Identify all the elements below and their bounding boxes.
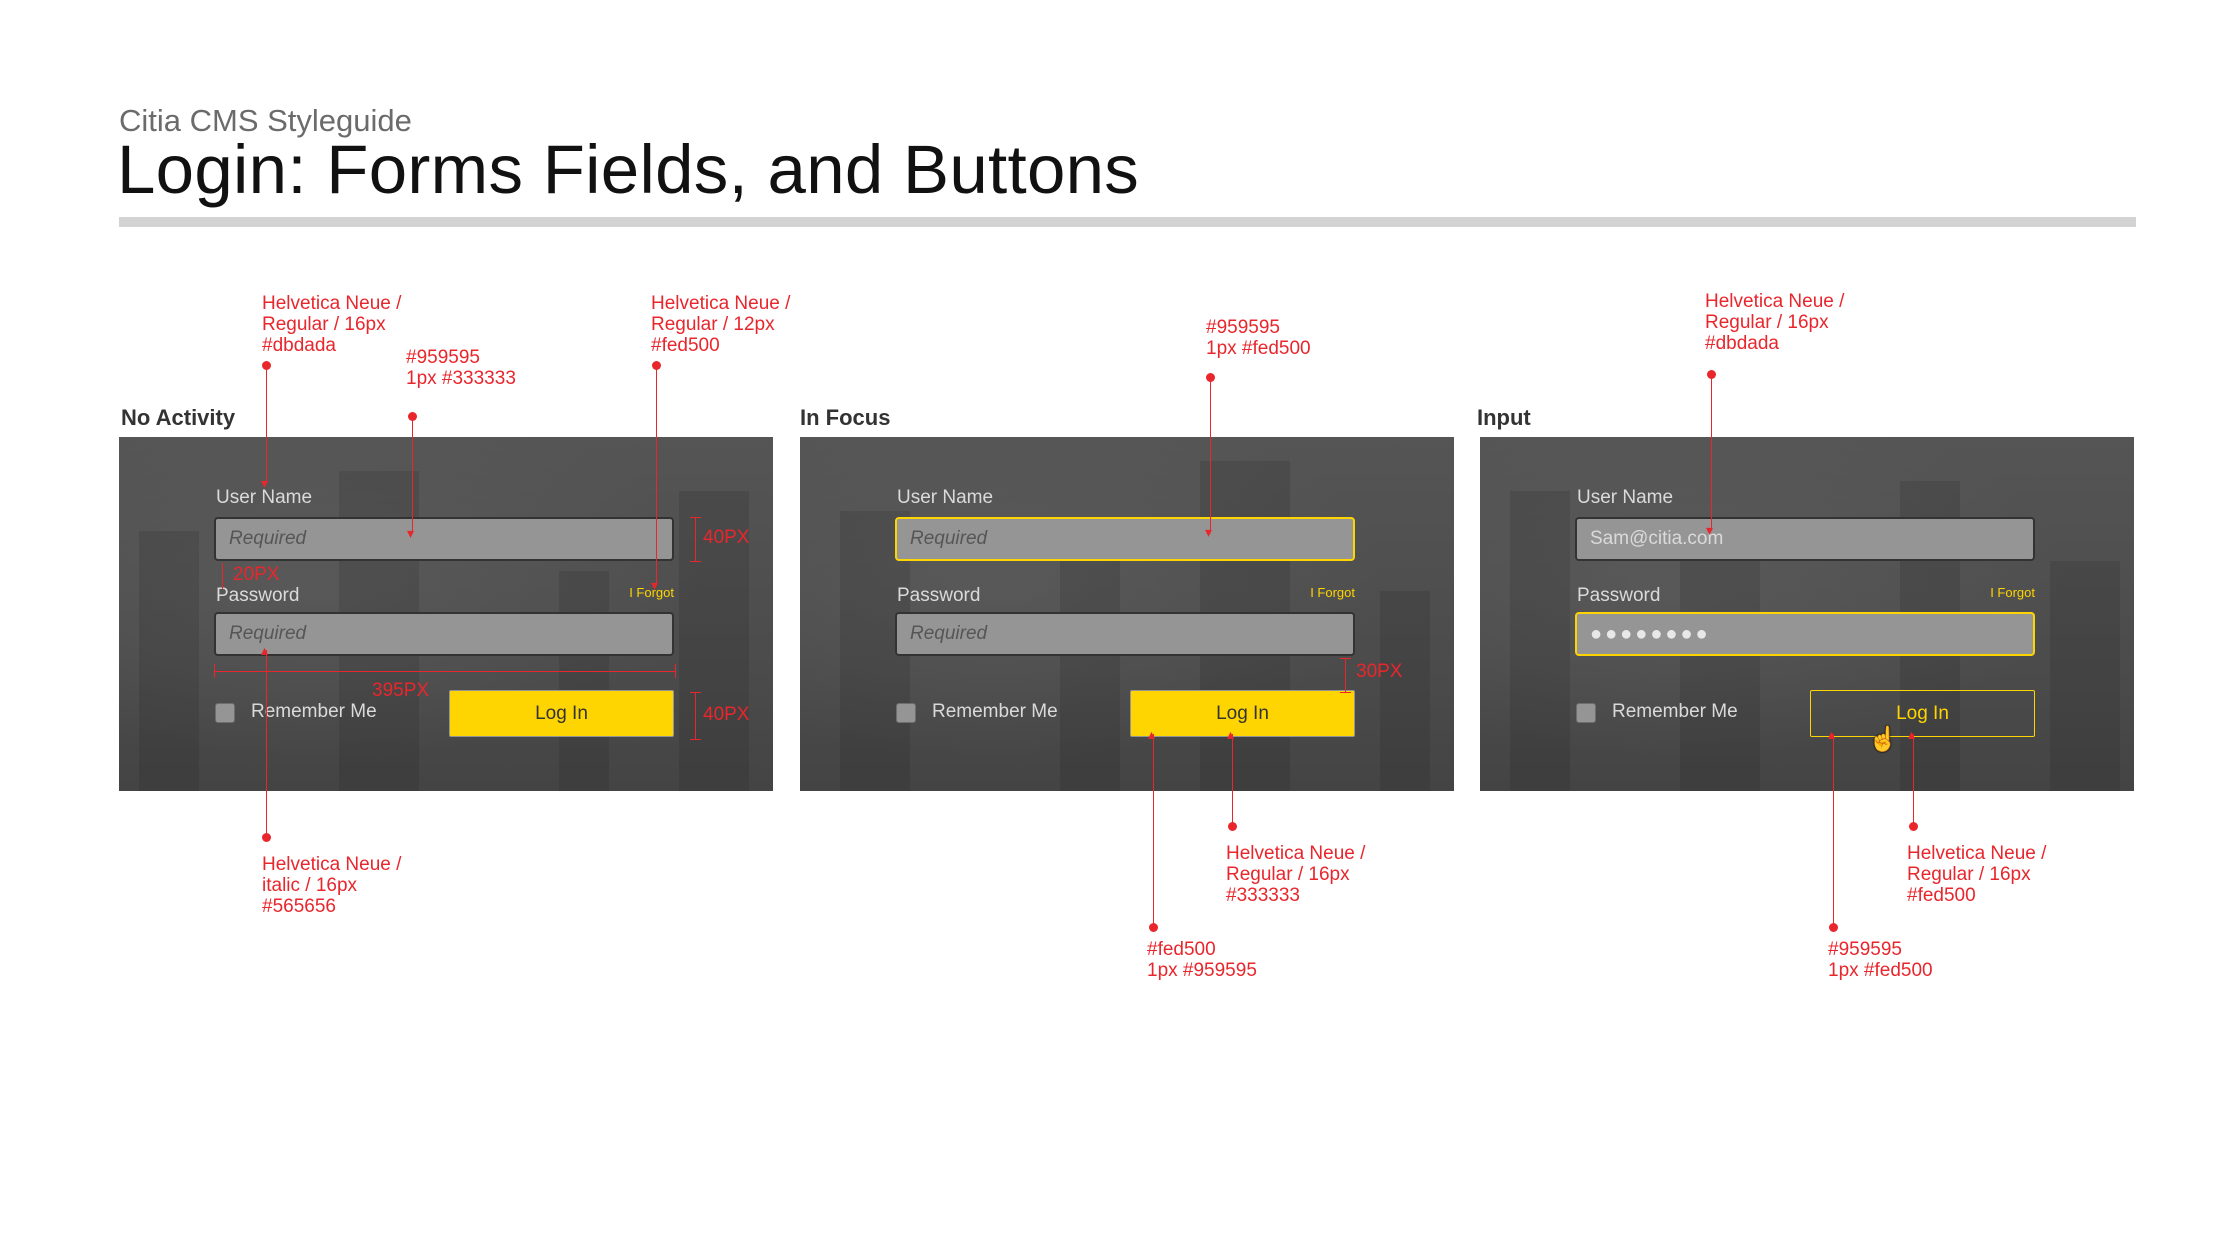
dim-field-gap: 20PX — [233, 564, 280, 585]
annotation-focus-field-style: #959595 1px #fed500 — [1206, 317, 1311, 359]
page-title: Login: Forms Fields, and Buttons — [117, 131, 1140, 208]
annotation-button-style: #fed500 1px #959595 — [1147, 939, 1257, 981]
title-divider — [119, 217, 2136, 227]
password-input[interactable]: Required — [214, 612, 674, 656]
panel-label-no-activity: No Activity — [121, 405, 236, 430]
remember-me-checkbox[interactable] — [896, 703, 916, 723]
annotation-hover-button-font: Helvetica Neue / Regular / 16px #fed500 — [1907, 843, 2047, 906]
remember-me-checkbox[interactable] — [1576, 703, 1596, 723]
styleguide-subtitle: Citia CMS Styleguide — [119, 103, 412, 138]
username-input[interactable]: Required — [214, 517, 674, 561]
password-input[interactable]: Required — [895, 612, 1355, 656]
login-panel-no-activity: User Name Required Password I Forgot Req… — [119, 437, 773, 791]
username-label: User Name — [216, 487, 313, 508]
login-panel-in-focus: User Name Required Password I Forgot Req… — [800, 437, 1454, 791]
forgot-link[interactable]: I Forgot — [1990, 585, 2035, 600]
password-label: Password — [897, 585, 981, 606]
annotation-button-font: Helvetica Neue / Regular / 16px #333333 — [1226, 843, 1366, 906]
password-input-filled[interactable]: ●●●●●●●● — [1575, 612, 2035, 656]
dim-button-height: 40PX — [703, 704, 750, 725]
annotation-forgot-font: Helvetica Neue / Regular / 12px #fed500 — [651, 293, 791, 356]
remember-me-checkbox[interactable] — [215, 703, 235, 723]
login-button[interactable]: Log In — [1130, 690, 1355, 737]
forgot-link[interactable]: I Forgot — [1310, 585, 1355, 600]
password-label: Password — [216, 585, 300, 606]
panel-label-in-focus: In Focus — [800, 405, 891, 430]
remember-me-label: Remember Me — [251, 701, 377, 722]
forgot-link[interactable]: I Forgot — [629, 585, 674, 600]
username-label: User Name — [1577, 487, 1674, 508]
panel-label-input: Input — [1477, 405, 1531, 430]
annotation-hover-button-style: #959595 1px #fed500 — [1828, 939, 1933, 981]
annotation-label-font: Helvetica Neue / Regular / 16px #dbdada — [262, 293, 402, 356]
hand-cursor-icon: ☝ — [1868, 726, 1898, 753]
username-input-filled[interactable]: Sam@citia.com — [1575, 517, 2035, 561]
annotation-placeholder-font: Helvetica Neue / italic / 16px #565656 — [262, 854, 402, 917]
dim-field-height: 40PX — [703, 527, 750, 548]
annotation-field-style: #959595 1px #333333 — [406, 347, 516, 389]
remember-me-label: Remember Me — [932, 701, 1058, 722]
login-panel-input: User Name Sam@citia.com Password I Forgo… — [1480, 437, 2134, 791]
annotation-input-label-font: Helvetica Neue / Regular / 16px #dbdada — [1705, 291, 1845, 354]
dim-field-width: 395PX — [372, 680, 430, 701]
password-label: Password — [1577, 585, 1661, 606]
login-button[interactable]: Log In — [449, 690, 674, 737]
login-button-hover[interactable]: Log In — [1810, 690, 2035, 737]
username-input-focused[interactable]: Required — [895, 517, 1355, 561]
username-label: User Name — [897, 487, 994, 508]
remember-me-label: Remember Me — [1612, 701, 1738, 722]
dim-button-gap: 30PX — [1356, 661, 1403, 682]
